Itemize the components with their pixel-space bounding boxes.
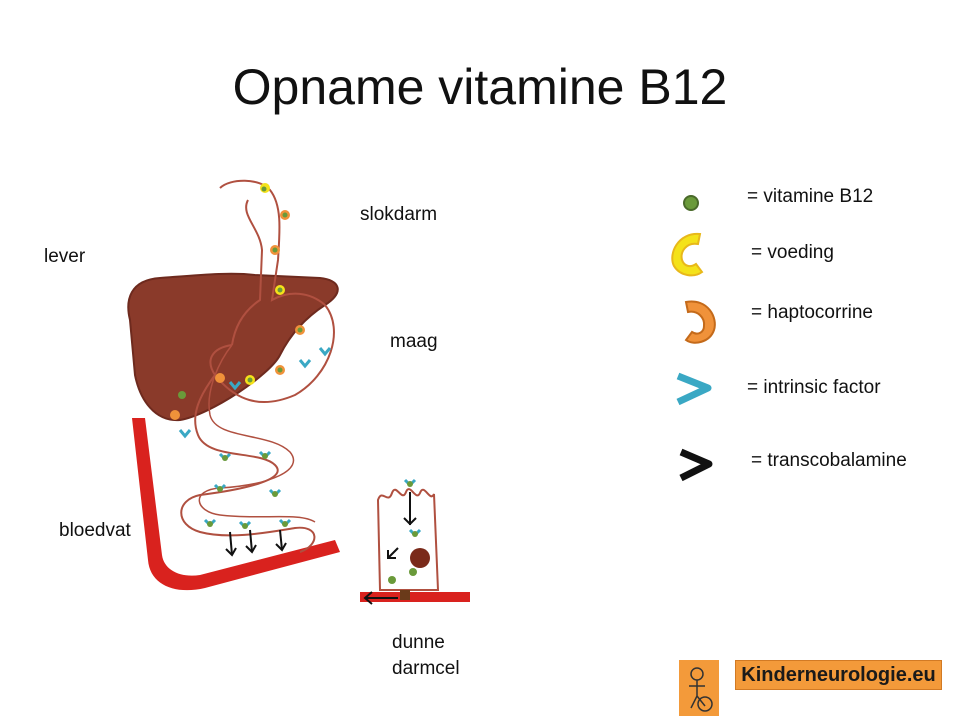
cell-nucleus [410, 548, 430, 568]
intestine-cell-outline [376, 488, 440, 591]
label-dunne-line2: darmcel [392, 658, 460, 679]
label-slokdarm: slokdarm [360, 204, 438, 225]
legend-voeding: = voeding [751, 242, 834, 263]
liver-shape [127, 272, 339, 422]
blood-vessel [132, 418, 340, 591]
digestive-diagram [127, 179, 470, 605]
label-maag: maag [390, 331, 438, 352]
label-dunne-darmcel: dunne darmcel [392, 630, 482, 682]
logo-icon [679, 660, 719, 716]
legend-intrinsic-factor: = intrinsic factor [747, 377, 881, 398]
label-bloedvat: bloedvat [59, 520, 131, 541]
absorption-arrows [225, 492, 417, 605]
stomach-outline [180, 304, 335, 553]
legend-transcobalamine: = transcobalamine [751, 450, 907, 471]
intestine-outline [198, 344, 316, 523]
green-dot-icon [683, 195, 699, 211]
teal-chevron-icon [676, 372, 712, 406]
logo-text[interactable]: Kinderneurologie.eu [735, 660, 942, 690]
page-title: Opname vitamine B12 [232, 59, 728, 115]
orange-crescent-icon [684, 300, 716, 344]
yellow-crescent-icon [671, 232, 704, 277]
black-chevron-icon [679, 448, 713, 482]
intestine-cell-vessel [360, 592, 470, 602]
label-dunne-line1: dunne [392, 632, 445, 653]
esophagus-outline [219, 179, 326, 346]
legend-vitamine-b12: = vitamine B12 [747, 186, 874, 207]
label-lever: lever [44, 246, 86, 267]
legend-haptocorrine: = haptocorrine [751, 302, 873, 323]
b12-particles [170, 183, 422, 600]
